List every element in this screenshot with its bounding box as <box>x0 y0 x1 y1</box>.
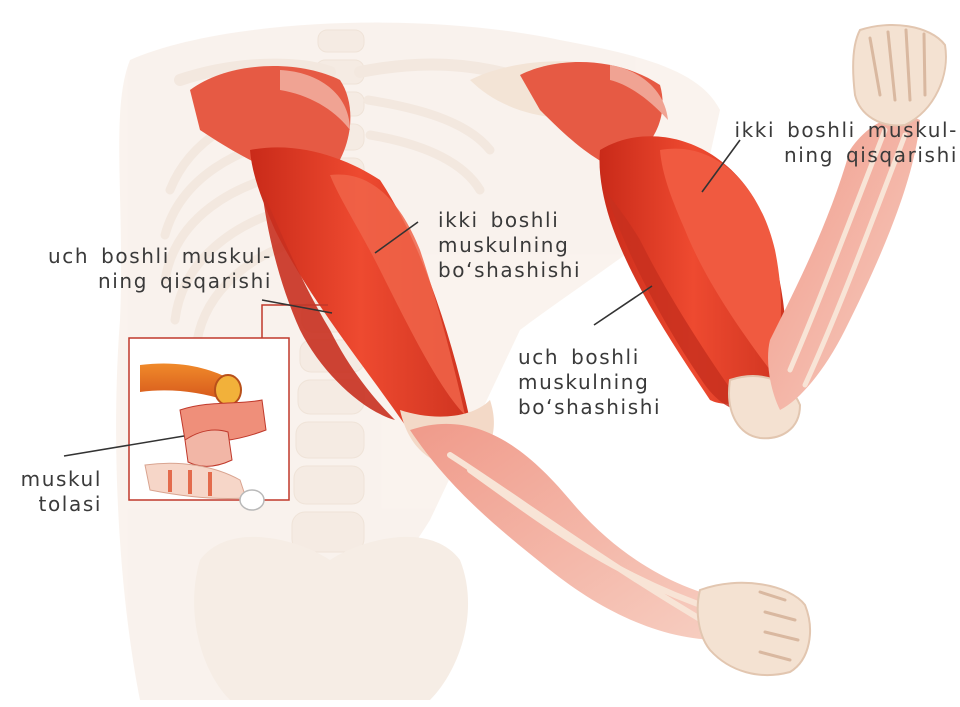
label-triceps-contraction: uch boshli muskul- ning qisqarishi <box>4 244 272 294</box>
label-triceps-contraction-line-1: uch boshli muskul- <box>4 244 272 269</box>
label-muscle-fiber-line-2: tolasi <box>2 492 102 517</box>
label-biceps-relaxation-line-1: ikki boshli <box>438 208 581 233</box>
label-biceps-contraction: ikki boshli muskul- ning qisqarishi <box>690 118 958 168</box>
label-triceps-relaxation-line-3: bo‘shashishi <box>518 395 661 420</box>
label-triceps-contraction-line-2: ning qisqarishi <box>4 269 272 294</box>
label-triceps-relaxation: uch boshli muskulning bo‘shashishi <box>518 345 661 420</box>
label-muscle-fiber-line-1: muskul <box>2 467 102 492</box>
fist <box>698 583 810 675</box>
label-triceps-relaxation-line-2: muskulning <box>518 370 661 395</box>
label-muscle-fiber: muskul tolasi <box>2 467 102 517</box>
label-biceps-relaxation: ikki boshli muskulning bo‘shashishi <box>438 208 581 283</box>
hand-flexed <box>853 25 946 125</box>
label-biceps-contraction-line-1: ikki boshli muskul- <box>690 118 958 143</box>
label-triceps-relaxation-line-1: uch boshli <box>518 345 661 370</box>
label-biceps-relaxation-line-2: muskulning <box>438 233 581 258</box>
label-biceps-relaxation-line-3: bo‘shashishi <box>438 258 581 283</box>
leader-triceps-relaxation <box>594 286 652 325</box>
label-biceps-contraction-line-2: ning qisqarishi <box>690 143 958 168</box>
pelvis <box>194 537 468 700</box>
